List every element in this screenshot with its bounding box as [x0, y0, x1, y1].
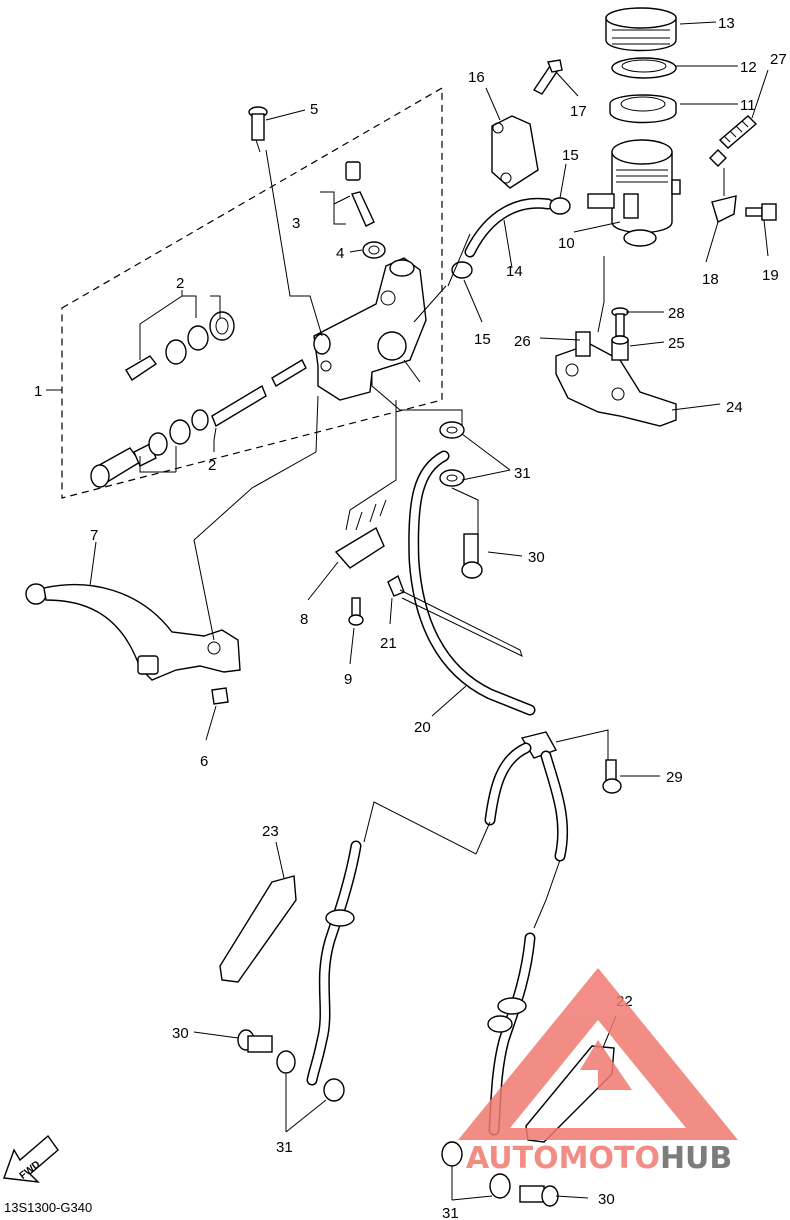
assembly-1-dashed-box [61, 86, 443, 499]
callout-18: 18 [702, 271, 719, 288]
bolt-5[interactable] [248, 106, 268, 153]
fwd-arrow-icon: FWD [3, 1134, 59, 1183]
callout-1: 1 [34, 383, 42, 400]
callout-31: 31 [514, 465, 531, 482]
callout-15: 15 [562, 147, 579, 164]
callout-6: 6 [200, 753, 208, 770]
reservoir-bracket-18[interactable] [709, 149, 737, 223]
callout-labels: 1 2 2 3 4 5 6 7 8 9 10 11 12 13 14 15 15… [34, 15, 787, 1220]
hose-guide-23[interactable] [219, 875, 355, 983]
callout-12: 12 [740, 59, 757, 76]
diagram-code: 13S1300-G340 [4, 1200, 92, 1215]
collar-25[interactable] [611, 335, 629, 361]
watermark-part1: AUTO [466, 1141, 559, 1176]
washer-4[interactable] [362, 241, 386, 259]
callout-31: 31 [276, 1139, 293, 1156]
hose-left-branch[interactable] [306, 742, 532, 1086]
callout-15: 15 [474, 331, 491, 348]
bolt-27[interactable] [718, 115, 758, 149]
callout-3: 3 [292, 215, 300, 232]
callout-30: 30 [528, 549, 545, 566]
watermark-part3: HUB [660, 1141, 732, 1176]
callout-20: 20 [414, 719, 431, 736]
svg-text:AUTOMOTOHUB: AUTOMOTOHUB [466, 1141, 732, 1176]
nut-6[interactable] [211, 687, 229, 705]
reference-lines [193, 149, 609, 929]
union-bolt-30-upper[interactable] [461, 533, 483, 579]
callout-30: 30 [172, 1025, 189, 1042]
callout-10: 10 [558, 235, 575, 252]
callout-24: 24 [726, 399, 743, 416]
callout-11: 11 [740, 97, 756, 114]
piston-kit-2-upper[interactable] [125, 311, 235, 381]
callout-23: 23 [262, 823, 279, 840]
callout-28: 28 [668, 305, 685, 322]
plate-26[interactable] [575, 331, 591, 357]
copper-washer-31-left[interactable] [276, 1050, 345, 1102]
callout-25: 25 [668, 335, 685, 352]
union-bolt-30-bottom[interactable] [519, 1185, 559, 1207]
callout-4: 4 [336, 245, 344, 262]
master-cylinder-body[interactable] [313, 257, 427, 401]
callout-2: 2 [208, 457, 216, 474]
callout-21: 21 [380, 635, 397, 652]
callout-31: 31 [442, 1205, 459, 1220]
watermark-triangle-icon [458, 968, 738, 1140]
watermark-logo: AUTOMOTOHUB [458, 968, 738, 1176]
union-bolt-30-left[interactable] [237, 1029, 273, 1053]
clutch-lever-7[interactable] [25, 583, 241, 681]
callout-5: 5 [310, 101, 318, 118]
union-bolt-3[interactable] [345, 161, 375, 227]
callout-27: 27 [770, 51, 787, 68]
callout-17: 17 [570, 103, 587, 120]
callout-16: 16 [468, 69, 485, 86]
callout-30: 30 [598, 1191, 615, 1208]
reservoir-tank-10[interactable] [587, 139, 681, 247]
holder-16[interactable] [491, 115, 539, 189]
clutch-switch-8[interactable] [334, 499, 387, 569]
reservoir-hose-14[interactable] [464, 197, 554, 258]
copper-washer-31-upper[interactable] [439, 421, 465, 487]
callout-8: 8 [300, 611, 308, 628]
callout-13: 13 [718, 15, 735, 32]
cable-tie-21[interactable] [387, 574, 523, 657]
callout-26: 26 [514, 333, 531, 350]
diaphragm-plate-12[interactable] [611, 57, 677, 79]
bolt-28[interactable] [611, 307, 629, 337]
callout-9: 9 [344, 671, 352, 688]
bolt-17[interactable] [532, 59, 563, 95]
watermark-part2: MOTO [559, 1141, 660, 1176]
bolt-29[interactable] [602, 759, 622, 794]
callout-14: 14 [506, 263, 523, 280]
callout-2: 2 [176, 275, 184, 292]
clutch-hose-20[interactable] [408, 450, 536, 716]
diaphragm-11[interactable] [609, 94, 677, 124]
callout-19: 19 [762, 267, 779, 284]
screw-9[interactable] [348, 597, 364, 626]
bolt-19[interactable] [745, 203, 777, 221]
hose-clip-15-upper[interactable] [549, 197, 571, 215]
callout-7: 7 [90, 527, 98, 544]
piston-kit-2-lower[interactable] [90, 359, 307, 488]
reservoir-cap-13[interactable] [605, 7, 677, 52]
callout-29: 29 [666, 769, 683, 786]
